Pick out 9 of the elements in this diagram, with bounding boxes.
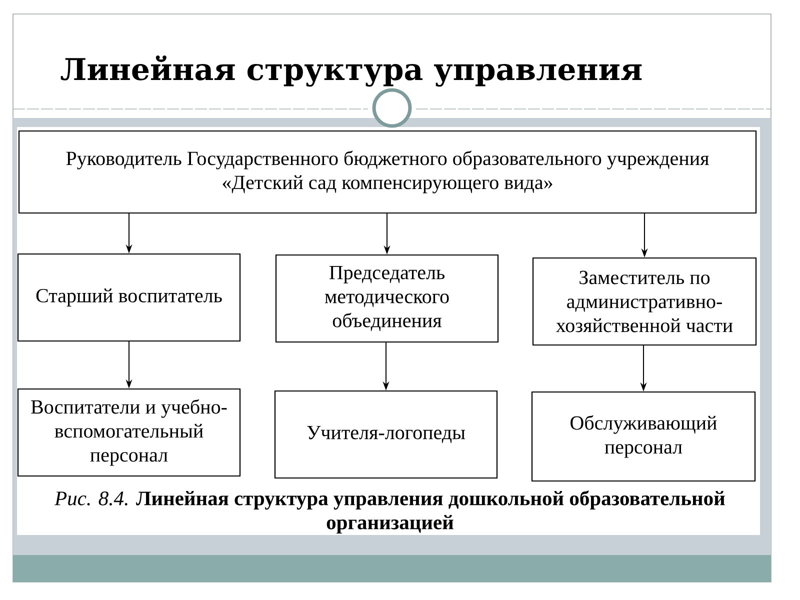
process-box: Руководитель Государственного бюджетного образовательного учреждения «Детский сад компенсирующего вида» <box>18 130 757 214</box>
caption: Рис. 8.4. Линейная структура управления дошкольной образовательной организацией <box>54 490 725 534</box>
process-box: Учителя-логопеды <box>274 390 498 479</box>
process-box: Воспитатели и учебно-вспомогательный персонал <box>17 388 241 477</box>
process-box: Заместитель по административно-хозяйственной части <box>532 257 757 346</box>
process-box: Председатель методического объединения <box>275 254 499 343</box>
process-box: Старший воспитатель <box>17 253 241 342</box>
title: Линейная структура управления <box>60 55 642 87</box>
process-box: Обслуживающий персонал <box>531 391 756 482</box>
